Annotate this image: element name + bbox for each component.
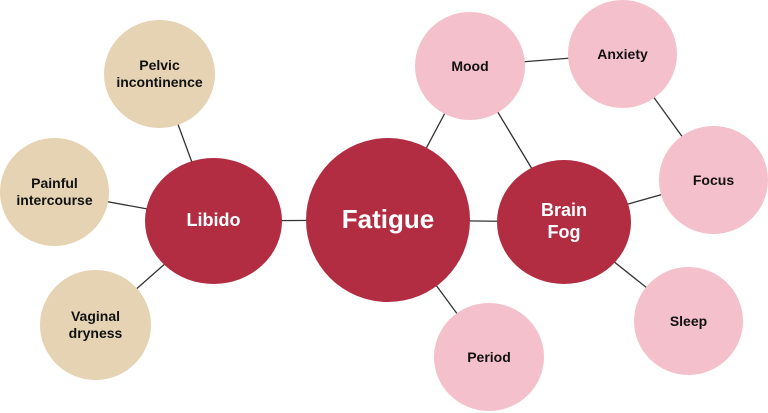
node-pelvic-incontinence: Pelvic incontinence <box>104 20 215 128</box>
node-label: Focus <box>692 171 735 188</box>
node-painful-intercourse: Painful intercourse <box>0 138 109 246</box>
node-label: Libido <box>186 210 241 231</box>
node-label: Brain Fog <box>540 200 587 242</box>
node-label: Pelvic incontinence <box>116 57 203 90</box>
node-libido: Libido <box>145 158 282 284</box>
node-vaginal-dryness: Vaginal dryness <box>40 270 151 380</box>
node-label: Period <box>467 348 511 365</box>
node-period: Period <box>434 303 544 411</box>
node-label: Mood <box>451 57 489 74</box>
node-mood: Mood <box>415 12 525 120</box>
node-focus: Focus <box>659 126 768 234</box>
node-label: Vaginal dryness <box>68 308 123 341</box>
node-label: Fatigue <box>341 204 435 235</box>
node-fatigue: Fatigue <box>306 138 470 302</box>
node-brain-fog: Brain Fog <box>497 160 631 284</box>
node-label: Anxiety <box>597 45 648 62</box>
node-label: Painful intercourse <box>16 175 93 208</box>
node-anxiety: Anxiety <box>568 0 677 108</box>
node-label: Sleep <box>669 312 708 329</box>
node-sleep: Sleep <box>634 267 743 375</box>
